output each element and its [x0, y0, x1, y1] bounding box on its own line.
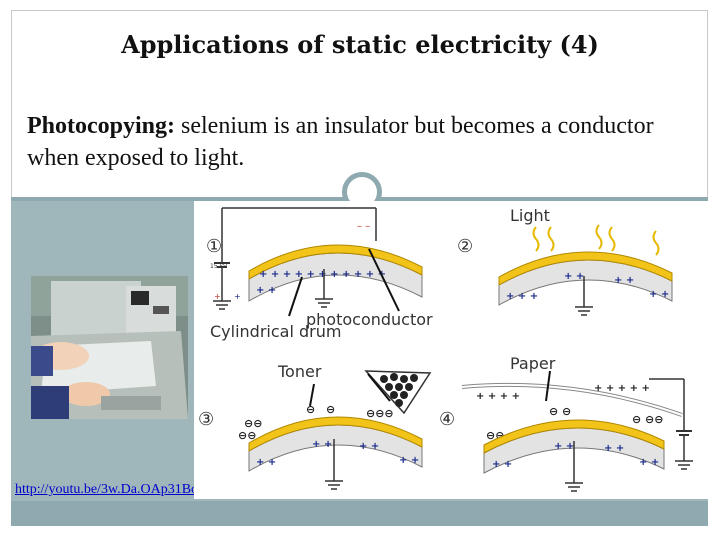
svg-text:+ +: + +: [256, 285, 276, 296]
svg-text:⊖: ⊖: [306, 403, 315, 416]
svg-text:⊖ ⊖⊖: ⊖ ⊖⊖: [632, 413, 663, 426]
ground-icon: [212, 300, 232, 310]
drum-label: Cylindrical drum: [210, 322, 341, 341]
ground-icon: [574, 306, 594, 316]
step-2-label: ②: [457, 236, 473, 257]
light-ray-icon: [652, 230, 660, 256]
step-1-label: ①: [206, 236, 222, 257]
photoconductor-label: photoconductor: [306, 310, 433, 329]
svg-text:+ + + + +: + + + + +: [594, 383, 650, 394]
panel-3: Toner ③ ⊖ ⊖ ⊖⊖⊖ ⊖⊖ ⊖⊖ + + + + + + + +: [198, 362, 432, 490]
svg-text:⊖⊖: ⊖⊖: [244, 417, 262, 430]
svg-text:⊖ ⊖: ⊖ ⊖: [549, 405, 571, 418]
light-ray-icon: [532, 226, 540, 252]
video-link[interactable]: http://youtu.be/3w.Da.OAp31Bo: [15, 482, 199, 497]
toner-label: Toner: [277, 362, 322, 381]
ground-icon: [674, 460, 694, 470]
svg-text:+ + + + + + + + + + +: + + + + + + + + + + +: [259, 269, 386, 280]
svg-text:+: +: [234, 292, 241, 301]
ground-icon: [324, 480, 344, 490]
light-label: Light: [510, 206, 550, 225]
paper-label: Paper: [510, 354, 556, 373]
svg-text:+ +: + +: [639, 457, 659, 468]
svg-text:– –: – –: [357, 221, 370, 232]
step-4-label: ④: [439, 409, 455, 430]
toner-cartridge-icon: [364, 370, 432, 415]
footer-bar: [11, 501, 708, 526]
svg-text:+ +: + +: [604, 443, 624, 454]
svg-text:+ +: + +: [614, 275, 634, 286]
panel-4: Paper ④ + + + + + + + + + ⊖ ⊖ ⊖ ⊖⊖ ⊖⊖ + …: [439, 354, 694, 492]
light-ray-icon: [547, 226, 555, 252]
svg-text:+ + +: + + +: [506, 291, 538, 302]
copier-photo: [31, 276, 188, 419]
svg-text:⊖⊖: ⊖⊖: [238, 429, 256, 442]
svg-text:+: +: [214, 292, 221, 301]
svg-text:+ +: + +: [399, 455, 419, 466]
svg-text:+ + + +: + + + +: [476, 391, 520, 402]
panel-2: Light ② + + + + + + + + +: [457, 206, 673, 316]
panel-1: ① 15 kV + + – – + + + + + + + + + + + + …: [206, 207, 433, 341]
svg-text:+ +: + +: [256, 457, 276, 468]
step-3-label: ③: [198, 409, 214, 430]
slide-title: Applications of static electricity (4): [121, 30, 599, 59]
svg-text:+ +: + +: [359, 441, 379, 452]
body-description: selenium is an insulator but becomes a c…: [27, 113, 654, 171]
svg-text:+ +: + +: [492, 459, 512, 470]
svg-text:⊖⊖⊖: ⊖⊖⊖: [366, 407, 394, 420]
light-ray-icon: [595, 224, 603, 250]
ground-icon: [314, 298, 334, 308]
ground-icon: [564, 482, 584, 492]
svg-text:+ +: + +: [312, 439, 332, 450]
light-ray-icon: [608, 226, 616, 252]
svg-text:+ +: + +: [564, 271, 584, 282]
photocopy-diagram: ① 15 kV + + – – + + + + + + + + + + + + …: [194, 201, 708, 499]
svg-text:+ +: + +: [649, 289, 669, 300]
svg-text:+ +: + +: [554, 441, 574, 452]
slide-body: Photocopying: selenium is an insulator b…: [27, 110, 707, 174]
body-term: Photocopying:: [27, 113, 176, 139]
svg-text:⊖: ⊖: [326, 403, 335, 416]
voltage-label: 15 kV: [210, 263, 228, 270]
